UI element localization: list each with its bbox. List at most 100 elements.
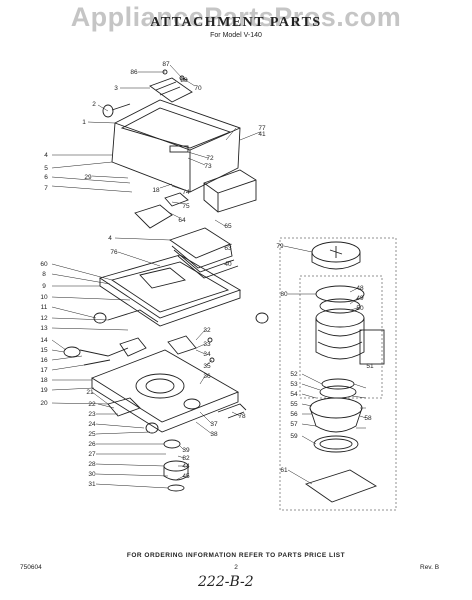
leader-lines: [51, 64, 367, 489]
callout-label: 58: [364, 415, 372, 422]
callout-label: 1: [82, 119, 86, 126]
callout-label: 15: [40, 347, 48, 354]
callout-label: 79: [276, 243, 284, 250]
callout-label: 77: [258, 125, 266, 132]
callout-label: 9: [42, 283, 46, 290]
callout-label: 21: [86, 389, 94, 396]
top-cover: [111, 99, 241, 193]
canister-column: [279, 237, 397, 511]
side-cover: [203, 169, 257, 213]
callout-label: 29: [84, 174, 92, 181]
callout-label: 50: [356, 305, 364, 312]
callout-label: 34: [203, 351, 211, 358]
callout-label: 6: [44, 174, 48, 181]
drawing-code: 750604: [20, 564, 42, 571]
callout-label: 72: [206, 155, 214, 162]
callout-label: 74: [182, 189, 190, 196]
callout-label: 53: [290, 381, 298, 388]
filter-pad: [169, 227, 239, 279]
callout-label: 55: [290, 401, 298, 408]
right-fittings: [167, 312, 269, 363]
callout-label: 64: [178, 217, 186, 224]
callout-label: 44: [182, 463, 190, 470]
callout-label: 54: [290, 391, 298, 398]
callout-label: 8: [42, 271, 46, 278]
callout-label: 2: [92, 101, 96, 108]
lower-parts: [107, 397, 247, 492]
callout-label: 57: [290, 421, 298, 428]
callout-label: 51: [366, 363, 374, 370]
callout-label: 33: [203, 341, 211, 348]
callout-label: 4: [108, 235, 112, 242]
callout-label: 14: [40, 337, 48, 344]
callout-label: 25: [88, 431, 96, 438]
callout-label: 61: [280, 467, 288, 474]
callout-label: 76: [110, 249, 118, 256]
callout-label: 40: [224, 261, 232, 268]
callout-label: 87: [162, 61, 170, 68]
callout-label: 13: [40, 325, 48, 332]
callout-label: 48: [356, 285, 364, 292]
callout-label: 39: [182, 447, 190, 454]
callout-label: 20: [40, 400, 48, 407]
callout-label: 24: [88, 421, 96, 428]
ordering-note: FOR ORDERING INFORMATION REFER TO PARTS …: [126, 552, 346, 559]
callout-label: 38: [210, 431, 218, 438]
bracket: [134, 192, 189, 229]
callout-label: 23: [88, 411, 96, 418]
callout-label: 52: [290, 371, 298, 378]
callout-label: 73: [204, 163, 212, 170]
diagram-title: ATTACHMENT PARTS: [150, 15, 322, 30]
callout-label: 56: [290, 411, 298, 418]
callout-label: 35: [203, 363, 211, 370]
callout-label: 41: [258, 131, 266, 138]
callout-label: 86: [130, 69, 138, 76]
callout-label: 78: [238, 413, 246, 420]
callout-label: 7: [44, 185, 48, 192]
callout-label: 27: [88, 451, 96, 458]
motor-base: [90, 349, 240, 433]
callout-label: 5: [44, 165, 48, 172]
callout-label: 75: [182, 203, 190, 210]
callout-label: 37: [210, 421, 218, 428]
callout-label: 30: [88, 471, 96, 478]
handle-assembly: [149, 69, 193, 103]
callout-label: 82: [182, 455, 190, 462]
watermark: AppliancePartsPros.com: [70, 2, 402, 32]
callout-label: 10: [40, 294, 48, 301]
callout-label: 63: [224, 245, 232, 252]
callout-label: 45: [182, 473, 190, 480]
left-fittings: [63, 309, 159, 366]
callout-label: 19: [40, 387, 48, 394]
callout-label: 59: [290, 433, 298, 440]
callout-label: 80: [280, 291, 288, 298]
callout-label: 70: [194, 85, 202, 92]
callout-label: 18: [152, 187, 160, 194]
callout-label: 28: [88, 461, 96, 468]
callout-label: 22: [88, 401, 96, 408]
callout-label: 16: [40, 357, 48, 364]
callout-label: 36: [203, 373, 211, 380]
callout-label: 26: [88, 441, 96, 448]
cord-hook: [102, 103, 131, 118]
diagram-subtitle: For Model V-140: [210, 32, 262, 39]
page-number: 2: [234, 564, 238, 571]
callout-label: 49: [356, 295, 364, 302]
callout-label: 4: [44, 152, 48, 159]
callout-label: 60: [40, 261, 48, 268]
callout-label: 32: [203, 327, 211, 334]
handwritten-reference: 222-B-2: [198, 574, 254, 590]
callout-label: 65: [224, 223, 232, 230]
revision: Rev. B: [420, 564, 440, 571]
callout-label: 11: [41, 304, 48, 311]
callout-label: 17: [40, 367, 48, 374]
callout-label: 18: [40, 377, 48, 384]
base-frame: [98, 254, 242, 327]
callout-label: 12: [40, 315, 48, 322]
callout-label: 88: [180, 77, 188, 84]
callout-label: 3: [114, 85, 118, 92]
callout-label: 31: [88, 481, 96, 488]
